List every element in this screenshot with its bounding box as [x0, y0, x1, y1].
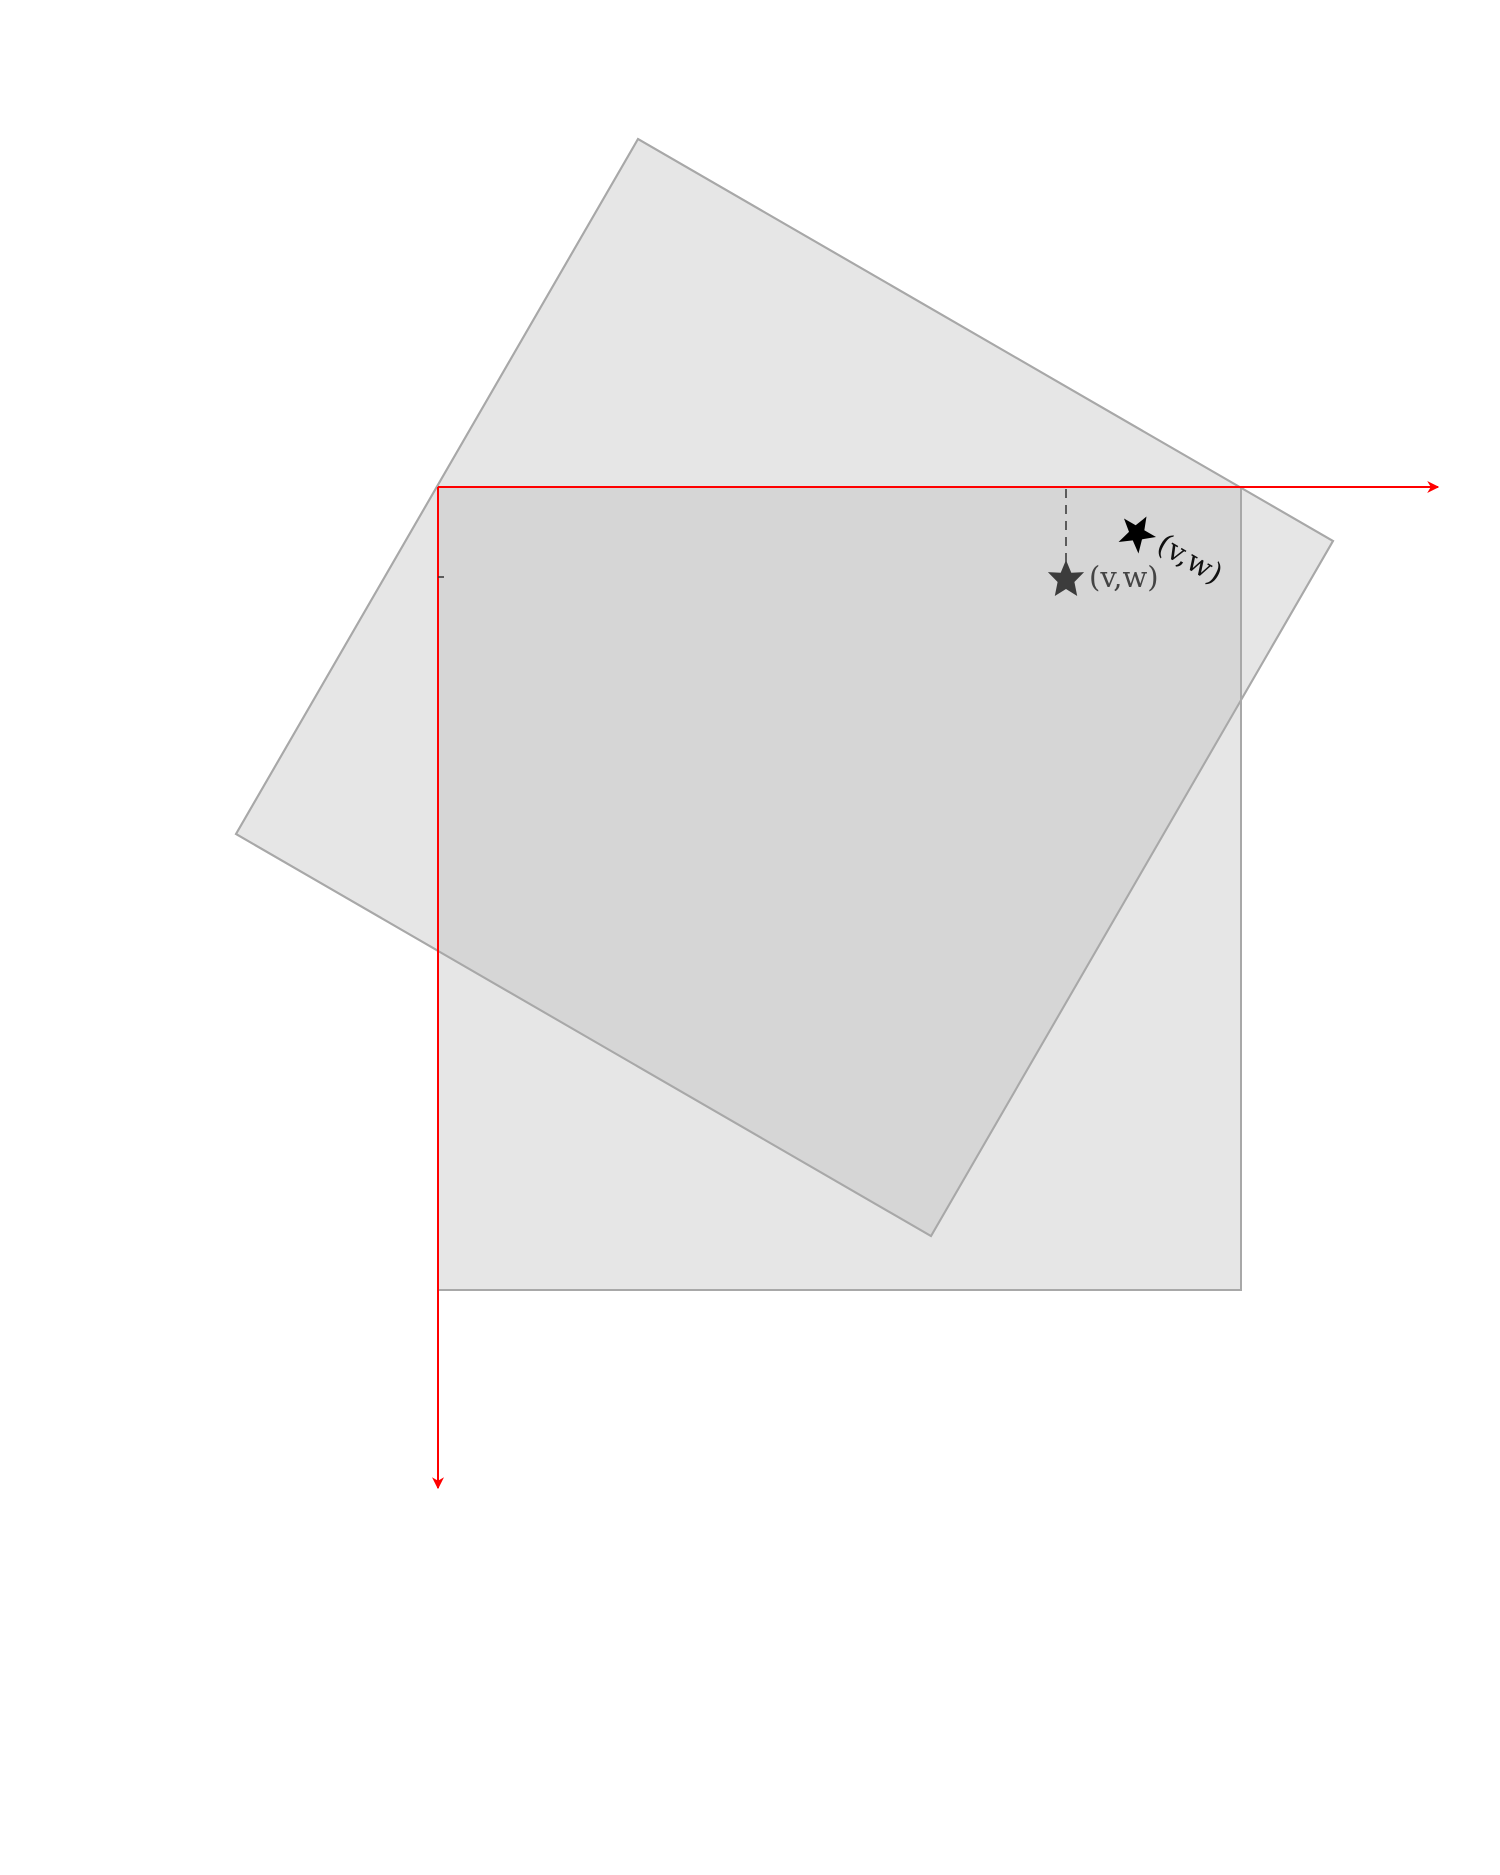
original-point-star-icon [1047, 560, 1085, 596]
overlap-region [438, 487, 1241, 1236]
rotated-square-outline [234, 137, 1335, 1238]
original-point-label: (v,w) [1089, 560, 1159, 594]
rotated-point-star-icon [1118, 516, 1157, 554]
